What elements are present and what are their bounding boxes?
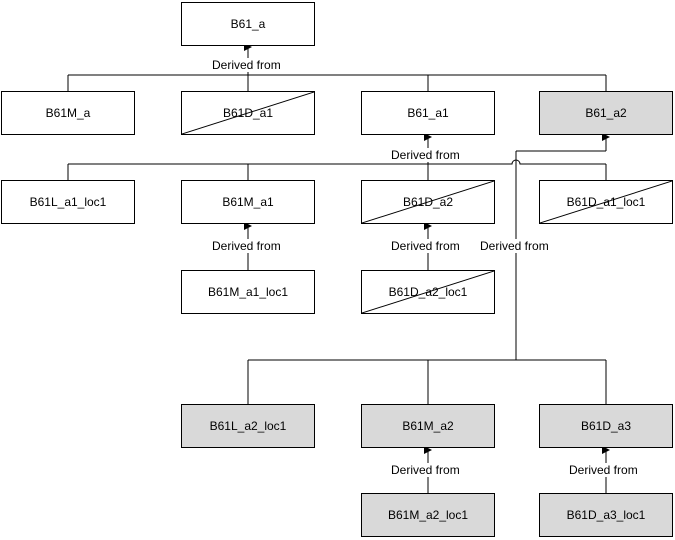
derived-from-label: Derived from — [479, 239, 550, 253]
node-b61m-a1: B61M_a1 — [181, 180, 315, 224]
node-label: B61D_a1_loc1 — [566, 195, 646, 209]
diagonal-strike-icon — [182, 92, 314, 134]
diagonal-strike-icon — [540, 181, 672, 223]
node-label: B61L_a2_loc1 — [209, 419, 287, 433]
node-b61m-a1-loc1: B61M_a1_loc1 — [181, 270, 315, 314]
node-label: B61D_a3_loc1 — [566, 508, 646, 522]
node-label: B61_a1 — [407, 106, 449, 120]
diagonal-strike-icon — [362, 181, 494, 223]
node-b61d-a1-loc1: B61D_a1_loc1 — [539, 180, 673, 224]
node-b61l-a2-loc1: B61L_a2_loc1 — [181, 404, 315, 448]
node-b61d-a1: B61D_a1 — [181, 91, 315, 135]
node-label: B61D_a2 — [402, 195, 454, 209]
node-label: B61_a2 — [585, 106, 627, 120]
node-label: B61M_a2 — [402, 419, 454, 433]
node-label: B61L_a1_loc1 — [29, 195, 107, 209]
node-b61m-a: B61M_a — [1, 91, 135, 135]
node-b61-a2: B61_a2 — [539, 91, 673, 135]
node-b61-a1: B61_a1 — [361, 91, 495, 135]
diagonal-strike-icon — [362, 271, 494, 313]
derived-from-label: Derived from — [211, 58, 282, 72]
node-label: B61M_a1 — [222, 195, 274, 209]
derived-from-label: Derived from — [211, 239, 282, 253]
derived-from-label: Derived from — [390, 239, 461, 253]
node-b61-a: B61_a — [181, 2, 315, 46]
derived-from-label: Derived from — [390, 148, 461, 162]
node-label: B61D_a3 — [580, 419, 632, 433]
derived-from-label: Derived from — [390, 463, 461, 477]
derived-from-label: Derived from — [568, 463, 639, 477]
node-label: B61_a — [230, 17, 266, 31]
node-b61l-a1-loc1: B61L_a1_loc1 — [1, 180, 135, 224]
node-b61d-a2: B61D_a2 — [361, 180, 495, 224]
node-b61m-a2-loc1: B61M_a2_loc1 — [361, 493, 495, 537]
node-label: B61D_a2_loc1 — [388, 285, 468, 299]
node-label: B61D_a1 — [222, 106, 274, 120]
node-label: B61M_a — [45, 106, 91, 120]
node-b61d-a3: B61D_a3 — [539, 404, 673, 448]
node-label: B61M_a2_loc1 — [387, 508, 469, 522]
node-label: B61M_a1_loc1 — [207, 285, 289, 299]
node-b61m-a2: B61M_a2 — [361, 404, 495, 448]
node-b61d-a2-loc1: B61D_a2_loc1 — [361, 270, 495, 314]
node-b61d-a3-loc1: B61D_a3_loc1 — [539, 493, 673, 537]
